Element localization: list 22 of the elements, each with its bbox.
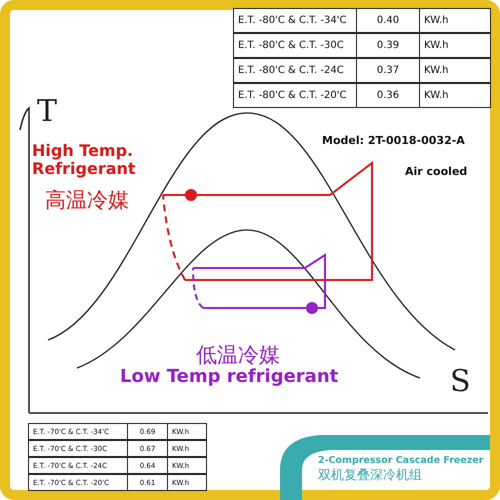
table-cell: KW.h <box>419 83 491 108</box>
model-label: Model: 2T-0018-0032-A <box>322 135 465 148</box>
axis-label: T <box>37 95 58 130</box>
table-cell: KW.h <box>419 33 491 58</box>
table-cell: 0.37 <box>356 58 420 83</box>
axis-label: S <box>450 365 471 400</box>
table-cell: 0.39 <box>356 33 420 58</box>
table-cell: 0.40 <box>356 8 420 33</box>
table-cell: E.T. -80'C & C.T. -30C <box>233 33 357 58</box>
table-cell: E.T. -80'C & C.T. -34'C <box>233 8 357 33</box>
refrigerant-label: 低温冷媒 <box>196 343 280 368</box>
table-cell: E.T. -80'C & C.T. -20'C <box>233 83 357 108</box>
subtitle: 双机复叠深冷机组 <box>318 469 422 484</box>
subtitle: 2-Compressor Cascade Freezer <box>318 456 484 467</box>
table-cell: KW.h <box>419 58 491 83</box>
table-cell: 0.36 <box>356 83 420 108</box>
table-cell: E.T. -80'C & C.T. -24C <box>233 58 357 83</box>
note-label: Air cooled <box>405 166 468 179</box>
refrigerant-label: High Temp. Refrigerant <box>32 142 137 179</box>
table-cell: KW.h <box>419 8 491 33</box>
refrigerant-label: Low Temp refrigerant <box>120 367 338 388</box>
refrigerant-label: 高温冷媒 <box>45 188 129 212</box>
